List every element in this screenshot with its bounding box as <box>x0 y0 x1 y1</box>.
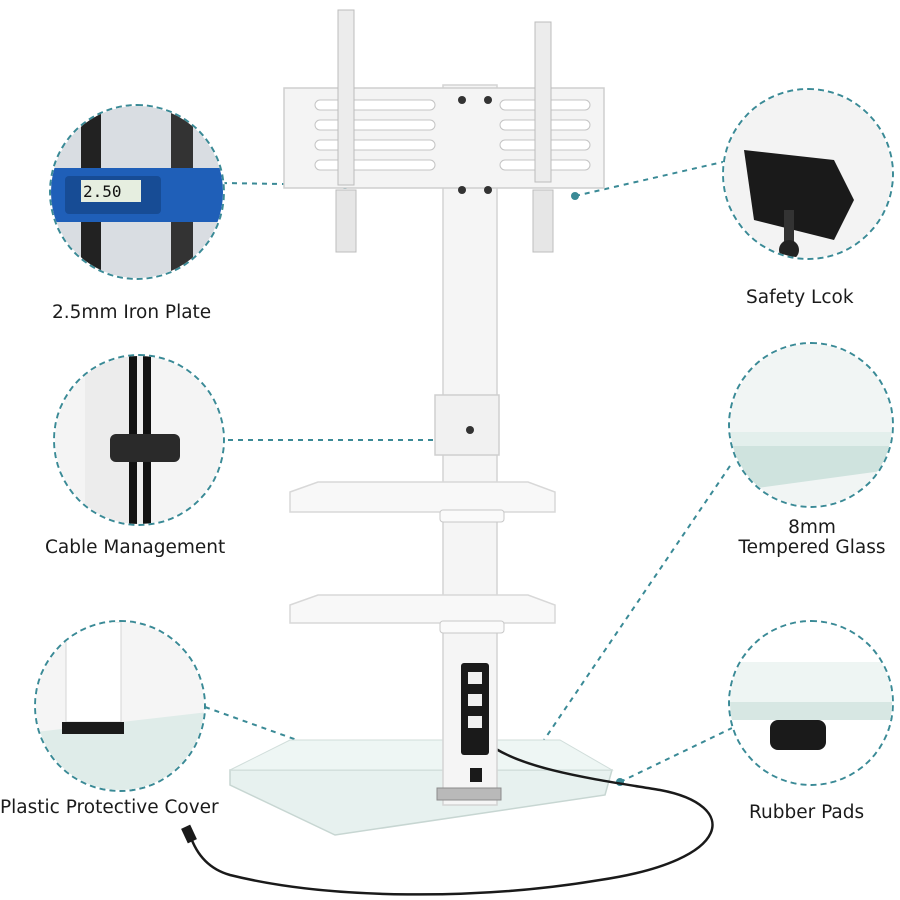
label-cover: Plastic Protective Cover <box>0 797 219 818</box>
detail-circle-pads <box>728 620 894 786</box>
detail-circle-cable <box>53 354 225 526</box>
glass-base <box>229 769 613 836</box>
label-glass-1: 8mm <box>788 517 836 538</box>
detail-circle-safety-lock <box>722 88 894 260</box>
power-cable <box>188 741 714 896</box>
label-safety-lock: Safety Lcok <box>746 287 854 308</box>
detail-circle-cover <box>34 620 206 792</box>
label-iron-plate: 2.5mm Iron Plate <box>52 302 212 323</box>
detail-circle-iron-plate: 2.50 <box>49 104 225 280</box>
callout-line-glass <box>524 462 733 769</box>
callout-line-pads <box>619 727 733 783</box>
label-cable: Cable Management <box>45 537 226 558</box>
power-strip <box>461 663 489 755</box>
caliper-reading: 2.50 <box>83 182 122 201</box>
detail-circle-glass <box>728 342 894 508</box>
callout-line-cover <box>204 706 443 793</box>
upper-shelf <box>289 481 556 513</box>
label-glass-2: Tempered Glass <box>738 537 886 558</box>
label-pads: Rubber Pads <box>749 802 865 823</box>
lower-shelf <box>289 594 556 624</box>
